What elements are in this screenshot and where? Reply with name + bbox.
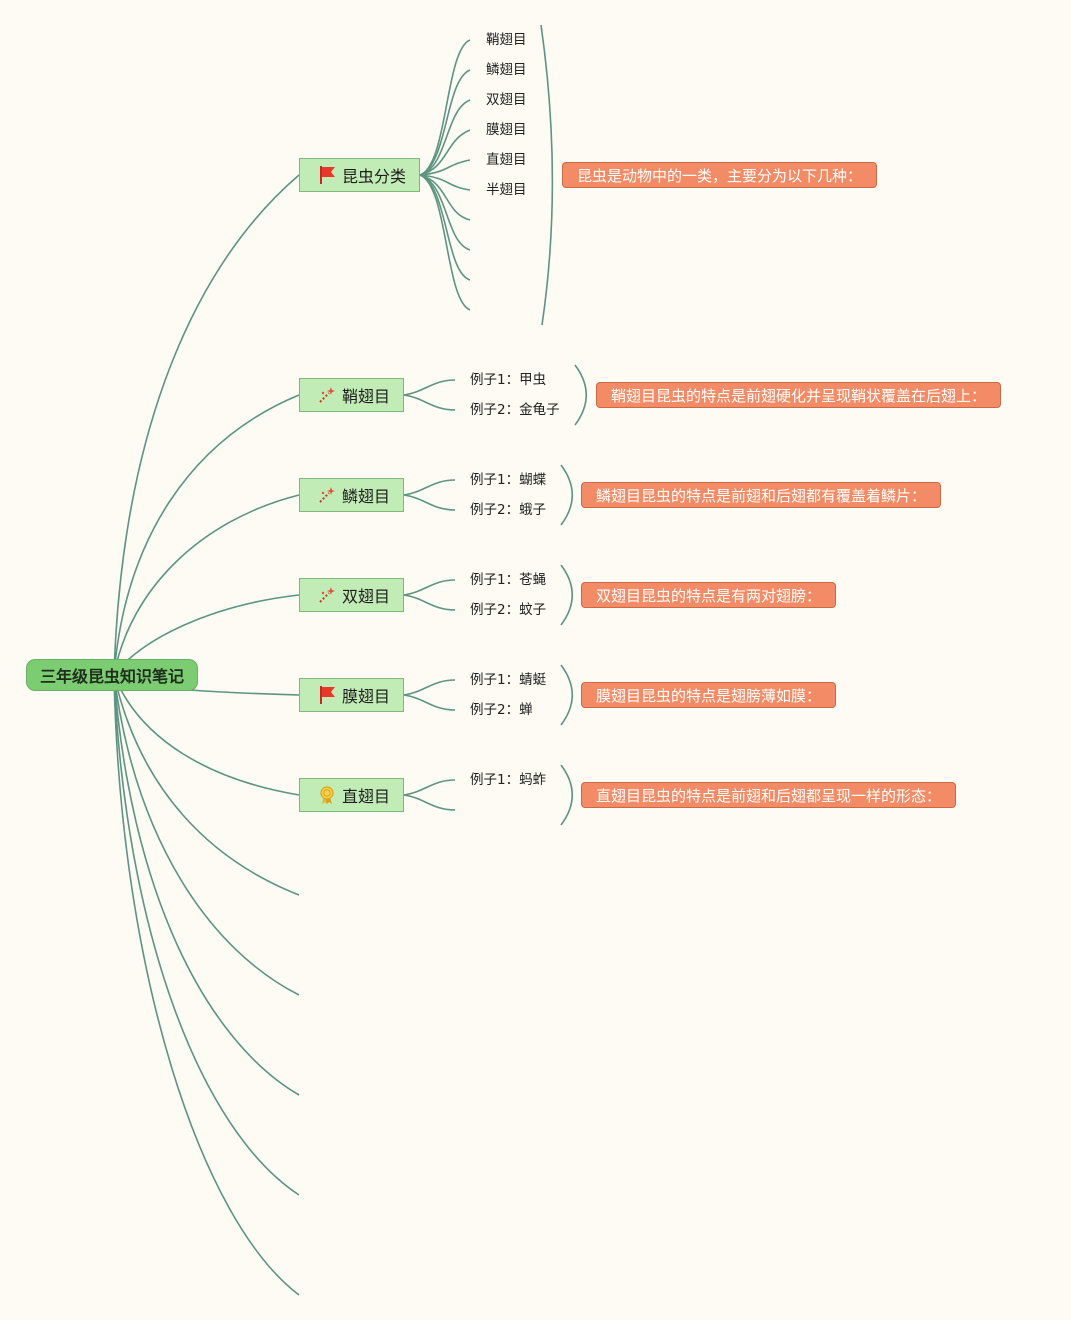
brace-b5 bbox=[560, 664, 573, 726]
edge-root-empty-4 bbox=[113, 674, 300, 1196]
edge-b5-item-2 bbox=[403, 694, 456, 711]
sparkle-wand-icon bbox=[316, 384, 338, 406]
branch-topic-1[interactable]: 昆虫分类 bbox=[299, 158, 420, 192]
edge-root-branch-3 bbox=[113, 494, 300, 676]
edge-b5-item-1 bbox=[403, 679, 456, 696]
red-flag-icon bbox=[316, 684, 338, 706]
branch-label: 鞘翅目 bbox=[342, 387, 391, 406]
edge-root-empty-2 bbox=[113, 674, 300, 996]
branch-label: 鳞翅目 bbox=[342, 487, 391, 506]
summary-note[interactable]: 双翅目昆虫的特点是有两对翅膀： bbox=[581, 582, 837, 608]
brace-b4 bbox=[560, 564, 573, 626]
leaf-item[interactable]: 例子1：苍蝇 bbox=[470, 572, 547, 588]
summary-note[interactable]: 鞘翅目昆虫的特点是前翅硬化并呈现鞘状覆盖在后翅上： bbox=[596, 382, 1002, 408]
edge-b6-empty-1 bbox=[403, 794, 456, 811]
award-medal-icon bbox=[316, 784, 338, 806]
branch-topic-4[interactable]: 双翅目 bbox=[299, 578, 404, 612]
sparkle-wand-icon bbox=[316, 584, 338, 606]
edge-b2-item-1 bbox=[403, 379, 456, 396]
edge-b4-item-1 bbox=[403, 579, 456, 596]
leaf-item[interactable]: 例子1：蜻蜓 bbox=[470, 672, 547, 688]
edge-root-empty-5 bbox=[113, 674, 300, 1296]
leaf-item[interactable]: 例子1：甲虫 bbox=[470, 372, 547, 388]
edge-b1-item-6 bbox=[419, 174, 471, 191]
brace-b3 bbox=[560, 464, 573, 526]
leaf-item[interactable]: 例子2：蝉 bbox=[470, 702, 533, 718]
branch-topic-5[interactable]: 膜翅目 bbox=[299, 678, 404, 712]
sparkle-wand-icon bbox=[316, 484, 338, 506]
leaf-item[interactable]: 例子1：蚂蚱 bbox=[470, 772, 547, 788]
leaf-item[interactable]: 例子2：蚊子 bbox=[470, 602, 547, 618]
root-topic[interactable]: 三年级昆虫知识笔记 bbox=[26, 659, 198, 691]
leaf-item[interactable]: 半翅目 bbox=[486, 182, 527, 198]
edge-b1-item-2 bbox=[419, 69, 471, 176]
edge-b1-item-5 bbox=[419, 159, 471, 176]
red-flag-icon bbox=[316, 164, 338, 186]
edge-b1-item-1 bbox=[419, 39, 471, 176]
leaf-item[interactable]: 双翅目 bbox=[486, 92, 527, 108]
leaf-item[interactable]: 例子2：金龟子 bbox=[470, 402, 560, 418]
edge-b4-item-2 bbox=[403, 594, 456, 611]
leaf-item[interactable]: 例子2：蛾子 bbox=[470, 502, 547, 518]
brace-b6 bbox=[560, 764, 573, 826]
branch-topic-2[interactable]: 鞘翅目 bbox=[299, 378, 404, 412]
edge-b3-item-1 bbox=[403, 479, 456, 496]
leaf-item[interactable]: 鞘翅目 bbox=[486, 32, 527, 48]
branch-label: 膜翅目 bbox=[342, 687, 391, 706]
leaf-item[interactable]: 膜翅目 bbox=[486, 122, 527, 138]
summary-note[interactable]: 膜翅目昆虫的特点是翅膀薄如膜： bbox=[581, 682, 837, 708]
edge-b1-empty-4 bbox=[419, 174, 471, 311]
edge-b3-item-2 bbox=[403, 494, 456, 511]
edge-b2-item-2 bbox=[403, 394, 456, 411]
branch-label: 直翅目 bbox=[342, 787, 391, 806]
edge-b6-item-1 bbox=[403, 779, 456, 796]
edge-b1-item-4 bbox=[419, 129, 471, 176]
edge-b1-empty-1 bbox=[419, 174, 471, 221]
edge-root-branch-2 bbox=[113, 394, 300, 676]
summary-note[interactable]: 昆虫是动物中的一类，主要分为以下几种： bbox=[562, 162, 878, 188]
branch-topic-3[interactable]: 鳞翅目 bbox=[299, 478, 404, 512]
edge-root-empty-3 bbox=[113, 674, 300, 1096]
branch-topic-6[interactable]: 直翅目 bbox=[299, 778, 404, 812]
edge-b1-item-3 bbox=[419, 99, 471, 176]
brace-b2 bbox=[574, 364, 587, 426]
brace-b1 bbox=[540, 24, 554, 326]
leaf-item[interactable]: 直翅目 bbox=[486, 152, 527, 168]
summary-note[interactable]: 直翅目昆虫的特点是前翅和后翅都呈现一样的形态： bbox=[581, 782, 957, 808]
leaf-item[interactable]: 例子1：蝴蝶 bbox=[470, 472, 547, 488]
edge-b1-empty-3 bbox=[419, 174, 471, 281]
edge-root-empty-1 bbox=[113, 674, 300, 896]
summary-note[interactable]: 鳞翅目昆虫的特点是前翅和后翅都有覆盖着鳞片： bbox=[581, 482, 942, 508]
branch-label: 双翅目 bbox=[342, 587, 391, 606]
edge-root-branch-5 bbox=[189, 689, 300, 696]
edge-root-branch-1 bbox=[113, 174, 300, 676]
leaf-item[interactable]: 鳞翅目 bbox=[486, 62, 527, 78]
branch-label: 昆虫分类 bbox=[342, 167, 407, 186]
edge-root-branch-6 bbox=[113, 674, 300, 796]
